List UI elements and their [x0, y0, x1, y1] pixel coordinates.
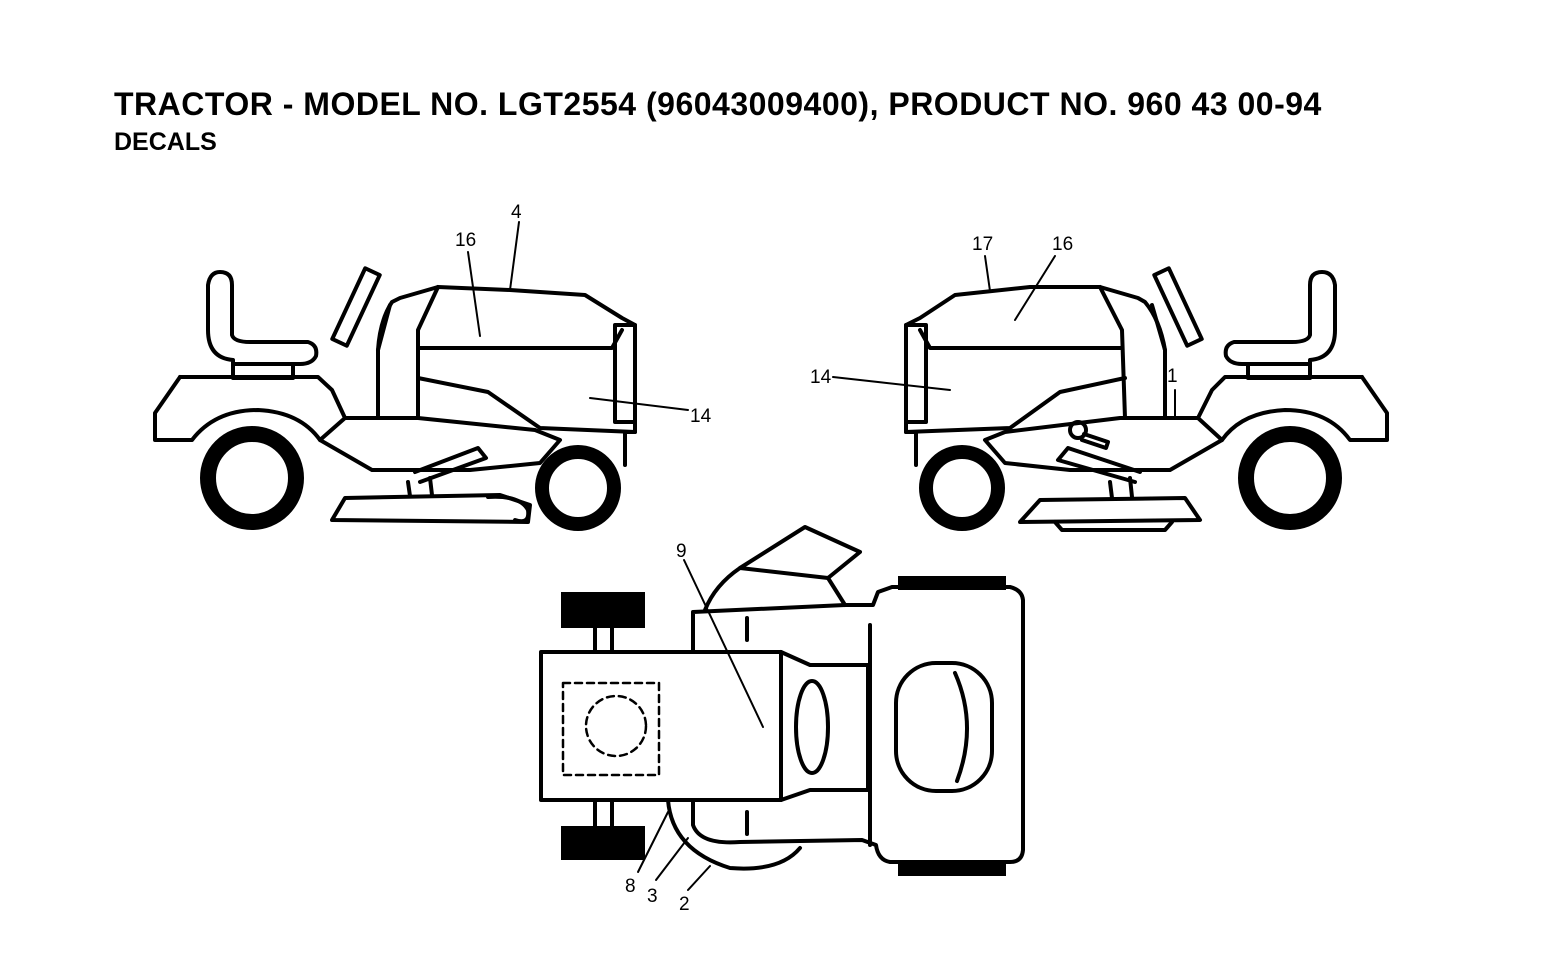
- mower-deck: [330, 493, 532, 524]
- discharge-chute: [738, 525, 862, 580]
- front-tire-bottom: [561, 826, 645, 860]
- front-wheel-right: [919, 445, 1005, 531]
- seat-back-top: [953, 671, 969, 783]
- callout-16-right: 16: [1052, 234, 1073, 255]
- callout-16-left: 16: [455, 230, 476, 251]
- callout-14-right: 14: [810, 367, 832, 388]
- rear-tire-bottom: [898, 862, 1006, 876]
- callout-labels: 4 16 14 17 16 14 1 9 8 3 2: [455, 202, 1178, 915]
- engine-circle: [584, 694, 648, 758]
- leader-16-left: [467, 251, 481, 337]
- page-subtitle: DECALS: [114, 128, 217, 156]
- hood-grille-right: [904, 376, 1127, 434]
- steering-wheel-right: [1152, 266, 1204, 348]
- leader-16-right: [1014, 255, 1056, 321]
- callout-17-right: 17: [972, 234, 993, 255]
- hood-top-view: [539, 650, 783, 802]
- rear-wheel: [200, 426, 304, 530]
- seat-right: [1223, 270, 1337, 370]
- callout-9-top: 9: [676, 541, 687, 562]
- pedal-right: [1056, 446, 1142, 484]
- lower-frame: [318, 416, 562, 472]
- pedal: [413, 446, 488, 484]
- front-grille-right: [904, 323, 928, 424]
- steering-wheel-top: [794, 679, 830, 775]
- lower-frame-right: [983, 416, 1224, 472]
- tractor-left-view: [153, 266, 637, 531]
- lever-knob: [1068, 420, 1088, 440]
- steering-column: [376, 303, 392, 352]
- hood-top: [416, 285, 440, 420]
- rear-body-outline-right: [1196, 375, 1389, 442]
- leader-8-top: [637, 811, 669, 873]
- lever-handle: [1080, 432, 1110, 450]
- leader-lines: [467, 221, 1176, 891]
- engine-outline: [561, 681, 661, 777]
- callout-14-left: 14: [690, 406, 712, 427]
- callout-4-left: 4: [511, 202, 522, 223]
- hood-top-right: [1098, 285, 1127, 420]
- leader-14-left: [589, 397, 689, 411]
- page-title: TRACTOR - MODEL NO. LGT2554 (96043009400…: [114, 86, 1322, 122]
- rear-body-outline: [153, 375, 347, 442]
- deck-support: [406, 476, 434, 498]
- chute-base: [703, 566, 847, 612]
- deck-chute: [486, 494, 531, 524]
- deck-outline: [691, 585, 1025, 864]
- front-wheel: [535, 445, 621, 531]
- seat: [206, 270, 319, 370]
- deck-support-right: [1108, 476, 1134, 500]
- callout-1-right: 1: [1167, 366, 1178, 387]
- rear-wheel-right: [1238, 426, 1342, 530]
- callout-3-top: 3: [647, 886, 658, 907]
- steering-column-right: [1150, 303, 1167, 352]
- steering-wheel: [330, 266, 382, 348]
- callout-8-top: 8: [625, 876, 636, 897]
- seat-top: [894, 661, 994, 793]
- mower-deck-right: [1018, 496, 1202, 524]
- leader-3-top: [655, 837, 689, 881]
- tractor-top-view: [539, 525, 1025, 876]
- leader-14-right: [832, 376, 951, 391]
- front-axle-bottom: [593, 798, 614, 828]
- hood-side-right: [918, 328, 1124, 350]
- deck-skirt-right: [1053, 520, 1174, 532]
- tractor-right-view: [904, 266, 1389, 532]
- leader-9-top: [683, 559, 764, 728]
- front-grille: [613, 323, 637, 424]
- callout-2-top: 2: [679, 894, 690, 915]
- hood-grille: [416, 376, 637, 434]
- deck-curve-bottom: [666, 798, 802, 871]
- front-tire-top: [561, 592, 645, 628]
- leader-2-top: [687, 865, 711, 891]
- front-axle-top: [593, 626, 614, 654]
- leader-17-right: [984, 255, 991, 292]
- leader-4-left: [509, 221, 520, 291]
- hood-side: [416, 328, 624, 350]
